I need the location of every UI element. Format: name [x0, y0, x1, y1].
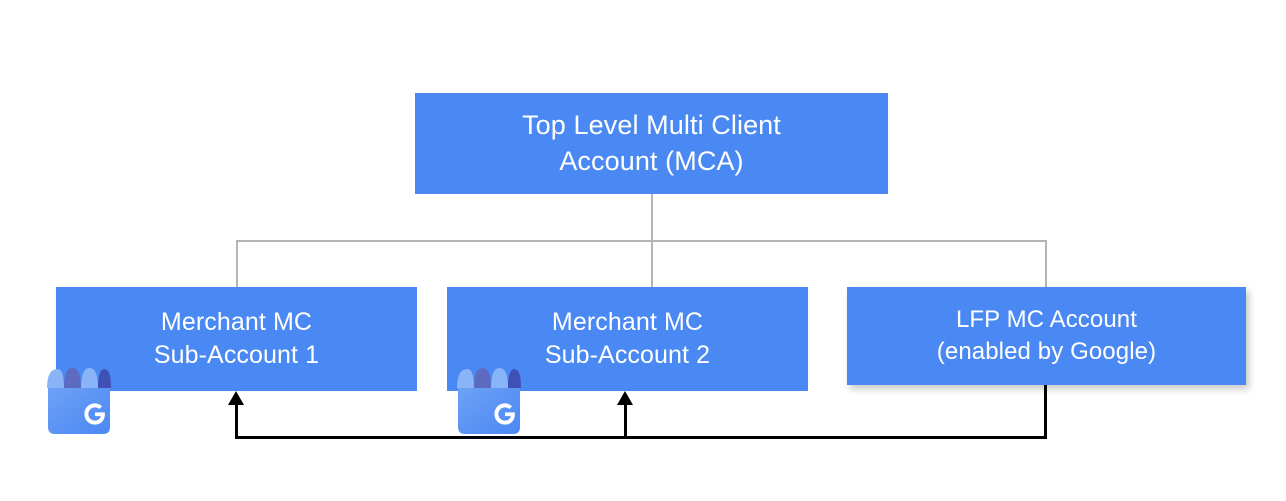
node-top-level-mca-label: Top Level Multi Client Account (MCA): [522, 109, 781, 176]
node-lfp-mc-account[interactable]: LFP MC Account (enabled by Google): [847, 287, 1246, 385]
feed-arrowhead-to-sub2: [617, 391, 633, 405]
google-business-profile-icon: [457, 368, 521, 434]
connector-top-stem: [651, 194, 653, 242]
node-merchant-mc-sub-account-1[interactable]: Merchant MC Sub-Account 1: [56, 287, 417, 391]
connector-horizontal-bus: [236, 240, 1047, 242]
feed-arrow-riser-to-sub1: [235, 404, 238, 438]
feed-arrow-horizontal-bus: [235, 436, 1047, 439]
connector-drop-lfp: [1045, 240, 1047, 288]
node-lfp-mc-account-label: LFP MC Account (enabled by Google): [936, 306, 1157, 365]
feed-arrow-riser-to-sub2: [624, 404, 627, 438]
feed-arrow-riser-from-lfp: [1044, 385, 1047, 438]
connector-drop-sub1: [236, 240, 238, 288]
node-merchant-mc-sub-account-1-label: Merchant MC Sub-Account 1: [153, 308, 320, 369]
node-merchant-mc-sub-account-2[interactable]: Merchant MC Sub-Account 2: [447, 287, 808, 391]
google-business-profile-icon: [47, 368, 111, 434]
connector-drop-sub2: [651, 240, 653, 288]
node-top-level-mca[interactable]: Top Level Multi Client Account (MCA): [415, 93, 888, 194]
node-merchant-mc-sub-account-2-label: Merchant MC Sub-Account 2: [544, 308, 711, 369]
feed-arrowhead-to-sub1: [228, 391, 244, 405]
